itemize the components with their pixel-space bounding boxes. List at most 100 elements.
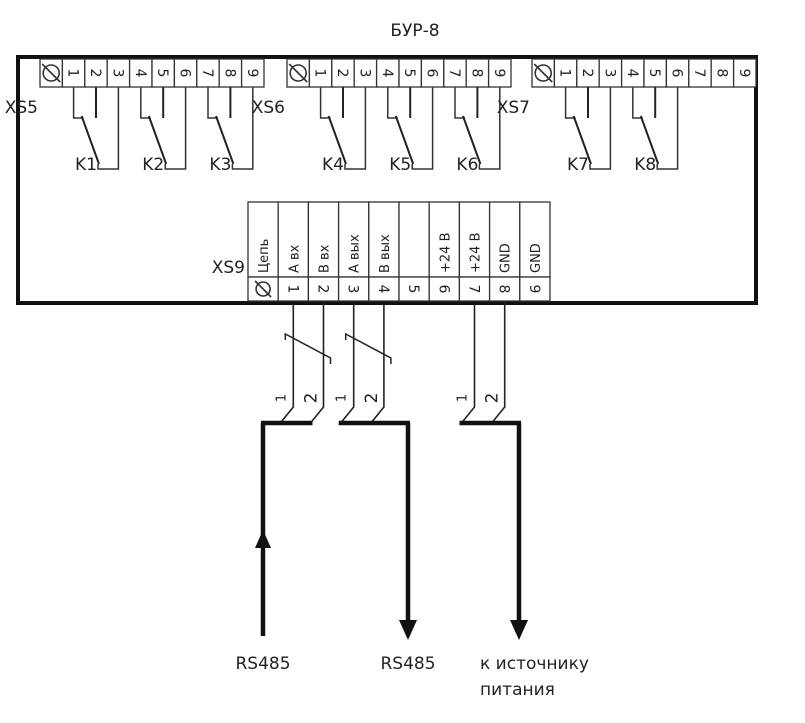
cable-3: 1 2 к источнику питания <box>456 303 589 700</box>
terminal-pin-number: 3 <box>345 285 361 294</box>
terminal-pin-number: 6 <box>669 69 685 78</box>
terminal-pin-number: 4 <box>375 285 391 294</box>
relay-k8: K8 <box>632 87 679 175</box>
terminal-pin-number: 3 <box>356 69 372 78</box>
terminal-pin-number: 8 <box>221 69 237 78</box>
relay-label: K8 <box>634 155 656 175</box>
relay-label: K4 <box>322 155 344 175</box>
terminal-pin-number: 3 <box>109 69 125 78</box>
cable-destination-label: к источнику <box>480 654 589 674</box>
wire-2 <box>370 303 385 424</box>
terminal-number-cell <box>519 276 551 302</box>
terminal-pin-number: 6 <box>177 69 193 78</box>
terminal-name: GND <box>499 243 514 273</box>
wire-number: 2 <box>362 393 382 404</box>
terminal-name: A вх <box>287 244 302 273</box>
terminal-pin-number: 2 <box>334 69 350 78</box>
relay-k4: K4 <box>319 87 367 175</box>
terminal-pin-number: 2 <box>315 285 331 294</box>
terminal-pin-number: 2 <box>579 69 595 78</box>
terminal-pin-number: 5 <box>646 69 662 78</box>
terminal-name-cell <box>519 201 551 278</box>
relay-k7: K7 <box>564 87 612 175</box>
arrow-up-icon <box>255 530 271 548</box>
connector-xs9: XS9 Цепь A вх 1 B вх 2 A вых 3 B вых 4 5 +24 В 6 +24 … <box>212 201 551 302</box>
terminal-name: B вх <box>318 244 333 273</box>
device-enclosure <box>16 55 758 305</box>
terminal-pin-number: 9 <box>244 69 260 78</box>
relay-label: K3 <box>209 155 231 175</box>
terminal-pin-number: 5 <box>405 285 421 294</box>
terminal-pin-number: 5 <box>154 69 170 78</box>
terminal-number-cell <box>277 276 310 302</box>
terminal-pin-number: 9 <box>526 285 542 294</box>
connector-label: XS7 <box>497 98 530 118</box>
terminal-name: +24 В <box>469 233 484 274</box>
wire-2 <box>309 303 325 424</box>
relay-label: K6 <box>456 155 478 175</box>
wire-number: 2 <box>302 393 322 404</box>
relay-label: K5 <box>389 155 411 175</box>
terminal-pin-number: 1 <box>284 285 300 294</box>
connector-label: XS6 <box>252 98 285 118</box>
terminal-pin-number: 3 <box>601 69 617 78</box>
wire-number: 1 <box>274 394 289 402</box>
terminal-pin-number: 4 <box>624 69 640 78</box>
terminal-pin-number: 8 <box>468 69 484 78</box>
terminal-name: A вых <box>348 234 363 273</box>
wire-number: 2 <box>483 393 503 404</box>
chassis-symbol-icon <box>254 280 272 298</box>
relay-k6: K6 <box>454 87 501 175</box>
terminal-pin-number: 5 <box>401 69 417 78</box>
arrow-down-icon <box>510 620 528 640</box>
wire-number: 1 <box>456 394 471 402</box>
terminal-pin-number: 7 <box>446 69 462 78</box>
wire-1 <box>460 303 476 424</box>
terminal-pin-number: 1 <box>65 69 81 78</box>
terminal-pin-number: 7 <box>466 285 482 294</box>
terminal-pin-number: 6 <box>435 285 451 294</box>
chassis-symbol-icon <box>41 63 61 83</box>
terminal-number-cell <box>398 276 430 302</box>
terminal-name-cell <box>398 201 430 278</box>
terminal-pin-number: 8 <box>496 285 512 294</box>
terminal-name: B вых <box>378 234 393 273</box>
terminal-name: Цепь <box>257 239 272 273</box>
terminal-pin-number: 9 <box>491 69 507 78</box>
wire-1 <box>279 303 295 424</box>
terminal-name: GND <box>529 243 544 273</box>
terminal-name-cell <box>368 201 400 278</box>
terminal-pin-number: 7 <box>199 69 215 78</box>
cable-destination-label: питания <box>480 680 555 700</box>
terminal-pin-number: 1 <box>312 69 328 78</box>
connector-label: XS5 <box>5 98 38 118</box>
chassis-symbol-icon <box>533 63 553 83</box>
terminal-number-cell <box>488 276 521 302</box>
relay-k3: K3 <box>207 87 254 175</box>
connector-label: XS9 <box>212 258 245 278</box>
terminal-pin-number: 9 <box>736 69 752 78</box>
terminal-number-cell <box>458 276 491 302</box>
terminal-cell <box>732 58 757 88</box>
terminal-number-cell <box>428 276 461 302</box>
terminal-pin-number: 7 <box>691 69 707 78</box>
relay-label: K1 <box>75 155 97 175</box>
terminal-pin-number: 1 <box>557 69 573 78</box>
terminal-pin-number: 8 <box>713 69 729 78</box>
relay-k2: K2 <box>140 87 187 175</box>
cable-destination-label: RS485 <box>380 654 435 674</box>
twisted-pair-mark <box>344 332 392 364</box>
arrow-down-icon <box>399 620 417 640</box>
relay-label: K7 <box>567 155 589 175</box>
terminal-pin-number: 6 <box>424 69 440 78</box>
terminal-pin-number: 4 <box>132 69 148 78</box>
wire-2 <box>491 303 506 424</box>
terminal-name: +24 В <box>438 233 453 274</box>
cable-destination-label: RS485 <box>235 654 290 674</box>
